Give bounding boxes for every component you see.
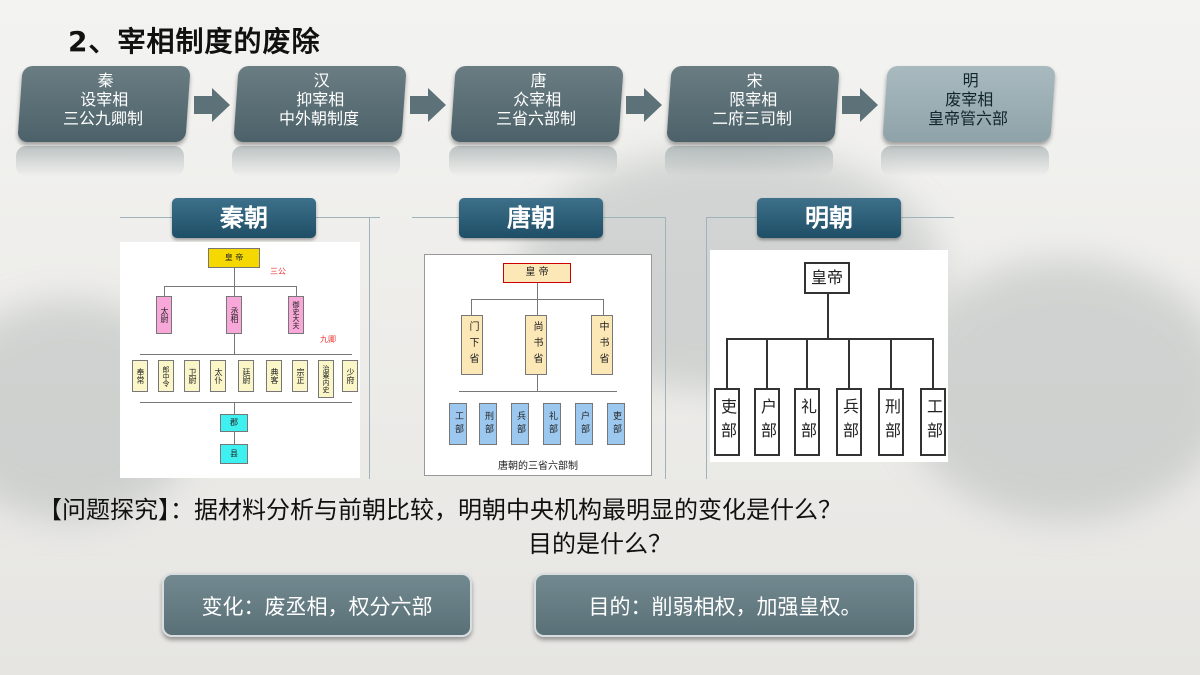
stage-tang: 唐众宰相三省六部制 — [450, 66, 624, 142]
tang-shangshu: 尚书省 — [525, 315, 547, 375]
answer-purpose: 目的：削弱相权，加强皇权。 — [534, 573, 916, 637]
tang-bu-2: 兵部 — [511, 403, 529, 445]
qin-jiuqing-7: 治粟内史 — [318, 360, 334, 398]
qin-emperor: 皇 帝 — [208, 248, 260, 268]
tang-caption: 唐朝的三省六部制 — [498, 461, 578, 472]
qin-jiuqing-1: 郎中令 — [158, 360, 174, 392]
dynasty-label-qin: 秦朝 — [172, 198, 316, 238]
tang-bu-0: 工部 — [449, 403, 467, 445]
panel-border — [665, 217, 666, 479]
sangong-label: 三公 — [270, 267, 286, 276]
dynasty-label-tang: 唐朝 — [459, 198, 603, 238]
dynasty-label-ming: 明朝 — [757, 198, 901, 238]
ming-bu-4: 刑部 — [878, 388, 904, 456]
qin-sangong-chengxiang: 丞相 — [226, 296, 242, 334]
qin-jiuqing-3: 太仆 — [210, 360, 226, 392]
stage-reflection — [665, 146, 833, 176]
ming-bu-3: 兵部 — [836, 388, 862, 456]
qin-jiuqing-4: 廷尉 — [238, 360, 254, 392]
stage-reflection — [16, 146, 184, 176]
qin-jiuqing-8: 少府 — [342, 360, 358, 392]
ming-bu-1: 户部 — [754, 388, 780, 456]
page-title: 2、宰相制度的废除 — [68, 25, 321, 58]
qin-jiuqing-6: 宗正 — [292, 360, 308, 392]
tang-menxia: 门下省 — [461, 315, 483, 375]
qin-jiuqing-0: 奉常 — [132, 360, 148, 392]
tang-bu-1: 刑部 — [479, 403, 497, 445]
qin-jun: 郡 — [220, 414, 248, 432]
qin-sangong-taiwei: 太尉 — [156, 296, 172, 334]
jiuqing-label: 九卿 — [320, 335, 336, 344]
qin-sangong-yushi: 御史大夫 — [288, 296, 304, 334]
tang-bu-4: 户部 — [575, 403, 593, 445]
tang-org-chart: 皇 帝 门下省 尚书省 中书省 工部 刑部 兵部 礼部 户部 吏部 唐朝的三省六… — [424, 254, 652, 476]
ming-bu-0: 吏部 — [714, 388, 740, 456]
qin-jiuqing-5: 典客 — [266, 360, 282, 392]
qin-xian: 县 — [220, 444, 248, 464]
tang-emperor: 皇 帝 — [503, 263, 571, 283]
stage-reflection — [881, 146, 1049, 176]
ming-bu-2: 礼部 — [794, 388, 820, 456]
stage-qin: 秦设宰相三公九卿制 — [17, 66, 191, 142]
answer-change: 变化：废丞相，权分六部 — [162, 573, 472, 637]
question-line-2: 目的是什么？ — [528, 530, 672, 558]
stage-song: 宋限宰相二府三司制 — [666, 66, 840, 142]
stage-ming: 明废宰相皇帝管六部 — [882, 66, 1056, 142]
stage-han: 汉抑宰相中外朝制度 — [233, 66, 407, 142]
ming-bu-5: 工部 — [920, 388, 946, 456]
tang-bu-3: 礼部 — [543, 403, 561, 445]
qin-org-chart: 皇 帝 三公 太尉 丞相 御史大夫 九卿 奉常 郎中令 卫尉 太仆 廷尉 典客 … — [120, 242, 360, 478]
question-line-1: 【问题探究】：据材料分析与前朝比较，明朝中央机构最明显的变化是什么？ — [38, 496, 842, 524]
ink-wash — [900, 260, 1200, 520]
tang-bu-5: 吏部 — [607, 403, 625, 445]
stage-reflection — [449, 146, 617, 176]
stage-reflection — [232, 146, 400, 176]
panel-border — [369, 217, 370, 479]
ming-org-chart: 皇帝 吏部 户部 礼部 兵部 刑部 工部 — [710, 250, 948, 462]
panel-border — [706, 217, 707, 479]
ming-emperor: 皇帝 — [804, 262, 850, 294]
qin-jiuqing-2: 卫尉 — [184, 360, 200, 392]
tang-zhongshu: 中书省 — [591, 315, 613, 375]
